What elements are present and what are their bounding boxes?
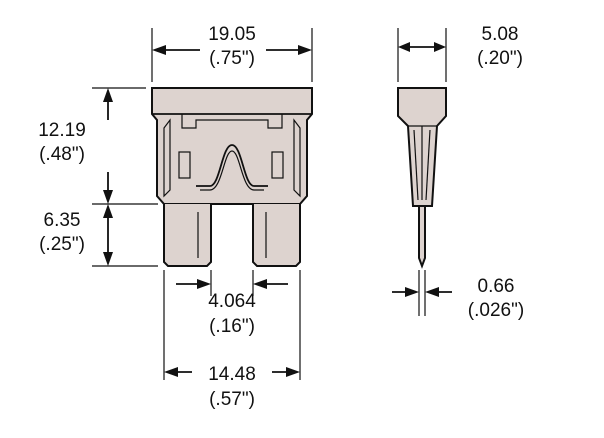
fuse-body — [151, 87, 313, 205]
body-height-mm: 12.19 — [38, 120, 86, 141]
dim-blade-length: 6.35 (.25") — [39, 204, 158, 267]
blade-gap-in: (.16") — [209, 316, 255, 337]
body-height-in: (.48") — [39, 144, 85, 165]
overall-width-mm: 19.05 — [208, 24, 256, 45]
left-terminal-slot — [178, 151, 191, 179]
blade-gap-mm: 4.064 — [208, 291, 256, 312]
left-blade — [163, 204, 212, 267]
fuse-element — [196, 144, 268, 187]
blade-span-in: (.57") — [209, 389, 255, 410]
blade-length-mm: 6.35 — [44, 210, 81, 231]
fuse-side-view — [397, 87, 447, 269]
left-shoulder — [163, 118, 171, 198]
blade-thickness-in: (.026") — [468, 300, 524, 321]
dim-overall-width: 19.05 (.75") — [151, 24, 313, 82]
blade-length-in: (.25") — [39, 234, 85, 255]
blade-thickness-mm: 0.66 — [478, 276, 515, 297]
side-inner-left — [413, 129, 419, 201]
dim-body-height: 12.19 (.48") — [38, 87, 158, 205]
dim-blade-span: 14.48 (.57") — [163, 270, 301, 410]
dim-blade-thickness: 0.66 (.026") — [392, 270, 524, 321]
blade-span-mm: 14.48 — [208, 364, 256, 385]
fuse-front-view — [151, 87, 313, 267]
overall-width-in: (.75") — [209, 48, 255, 69]
dim-side-thickness: 5.08 (.20") — [397, 24, 523, 82]
right-shoulder — [293, 118, 301, 198]
right-terminal-slot — [271, 151, 284, 179]
right-blade — [252, 204, 301, 267]
side-inner-right — [425, 129, 431, 201]
side-thickness-mm: 5.08 — [482, 24, 519, 45]
fuse-element-inner — [200, 150, 264, 191]
inner-window — [181, 114, 283, 129]
dim-blade-gap: 4.064 (.16") — [176, 270, 288, 337]
side-blade — [418, 205, 426, 269]
side-thickness-in: (.20") — [477, 48, 523, 69]
